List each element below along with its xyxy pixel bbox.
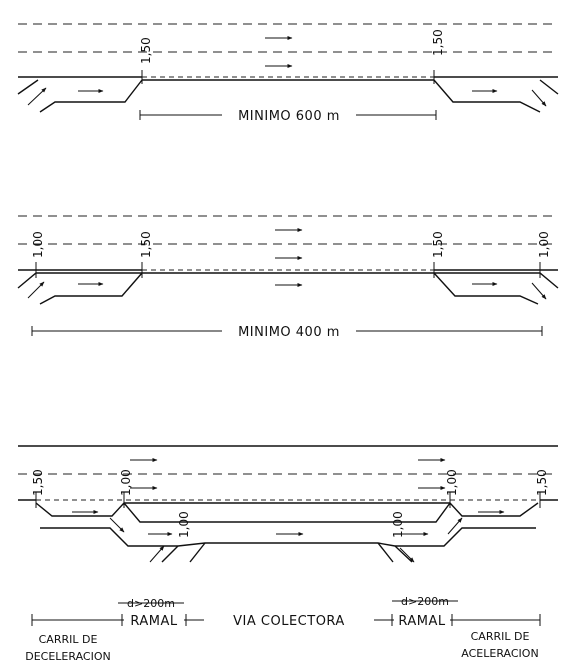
- width-label-inner-left: 1,00: [119, 469, 133, 496]
- traffic-arrow: [399, 547, 415, 563]
- width-label-inner-right: 1,00: [445, 469, 459, 496]
- carril-label-left-2: DECELERACION: [25, 650, 110, 663]
- carril-label-left-1: CARRIL DE: [39, 633, 98, 646]
- ramal-label-right: RAMAL: [398, 614, 446, 629]
- width-label-outer-right: 1,00: [537, 231, 551, 258]
- traffic-arrow: [149, 545, 165, 563]
- traffic-arrow: [27, 281, 45, 299]
- collector-edge-top: [123, 502, 451, 523]
- ramp-edge: [377, 542, 394, 563]
- width-label-inner-left: 1,50: [139, 231, 153, 258]
- auxiliary-lane-edge: [35, 502, 125, 517]
- width-label-outer-left: 1,00: [31, 231, 45, 258]
- width-label-ramp-right: 1,00: [391, 511, 405, 538]
- ramal-label-left: RAMAL: [130, 614, 178, 629]
- distance-label-right: d>200m: [401, 595, 449, 608]
- traffic-arrow: [531, 89, 547, 107]
- min-length-label: MINIMO 600 m: [238, 109, 340, 124]
- ramp-edge: [161, 545, 179, 563]
- road-edge: [539, 79, 559, 95]
- auxiliary-lane-edge: [39, 79, 143, 113]
- collector-edge: [395, 527, 536, 547]
- carril-label-right-2: ACELERACION: [461, 647, 538, 660]
- auxiliary-lane-edge: [449, 502, 539, 517]
- road-edge: [17, 272, 142, 289]
- label-background: [204, 612, 374, 628]
- width-label-right: 1,50: [431, 29, 445, 56]
- auxiliary-lane-edge: [433, 272, 539, 305]
- width-label-left: 1,50: [139, 37, 153, 64]
- bottom-panel: 1,50 1,00 1,00 1,00 1,00 1,50 d>200m d>2…: [18, 445, 558, 663]
- auxiliary-lane-edge: [39, 272, 143, 305]
- distance-label-left: d>200m: [127, 597, 175, 610]
- ramp-edge: [189, 542, 206, 563]
- traffic-arrow: [109, 517, 125, 533]
- traffic-arrow: [531, 282, 547, 300]
- collector-edge: [177, 542, 396, 547]
- width-label-outer-left: 1,50: [31, 469, 45, 496]
- road-edge: [434, 272, 559, 289]
- width-label-inner-right: 1,50: [431, 231, 445, 258]
- label-background: [394, 612, 450, 628]
- min-length-label: MINIMO 400 m: [238, 325, 340, 340]
- middle-panel: 1,00 1,50 1,50 1,00 MINIMO 400 m: [17, 215, 559, 340]
- traffic-arrow: [447, 517, 463, 535]
- width-label-ramp-left: 1,00: [177, 511, 191, 538]
- top-panel: 1,50 1,50 MINIMO 600 m: [17, 23, 559, 124]
- auxiliary-lane-edge: [433, 79, 541, 113]
- road-edge: [17, 79, 39, 95]
- carril-label-right-1: CARRIL DE: [471, 630, 530, 643]
- ramp-edge: [394, 545, 413, 563]
- label-background: [124, 612, 184, 628]
- width-label-outer-right: 1,50: [535, 469, 549, 496]
- collector-edge: [40, 527, 178, 547]
- via-colectora-label: VIA COLECTORA: [233, 614, 345, 629]
- traffic-arrow: [27, 87, 47, 106]
